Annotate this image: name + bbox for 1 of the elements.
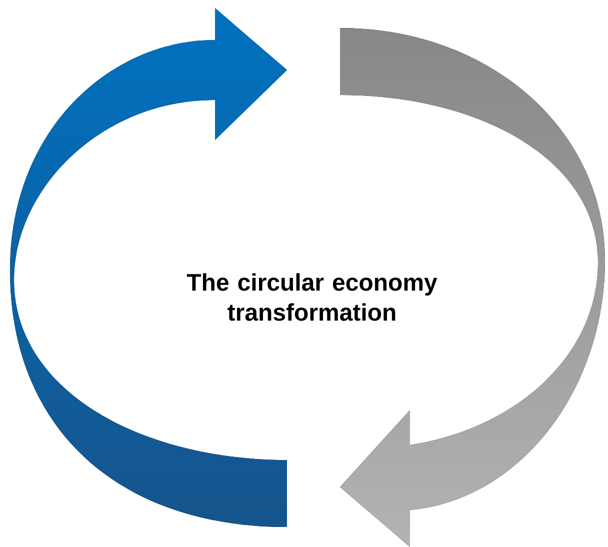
center-title: The circular economy transformation bbox=[186, 273, 438, 321]
